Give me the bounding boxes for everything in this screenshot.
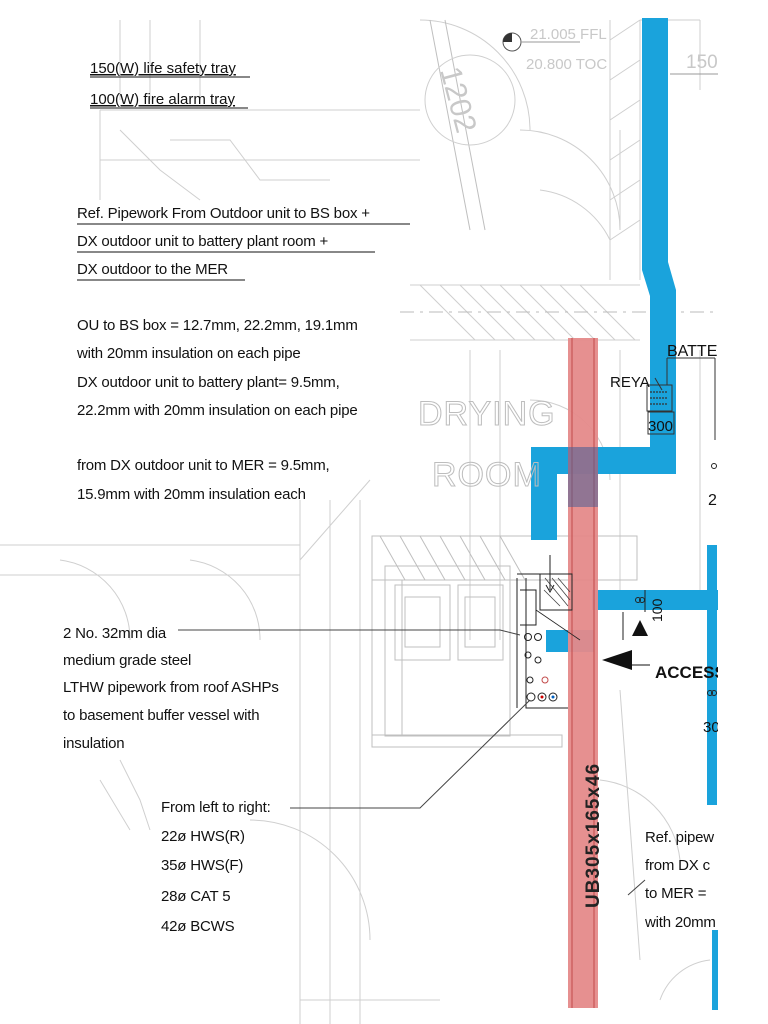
- room-name-line2: ROOM: [432, 456, 542, 494]
- ltr-leader: [290, 699, 531, 809]
- duct-vertical-right-mid: [707, 545, 717, 805]
- tray-notes: 150(W) life safety tray 100(W) fire alar…: [90, 60, 250, 109]
- duct-vertical-right-low: [712, 930, 718, 1010]
- ou-note-line-1: OU to BS box = 12.7mm, 22.2mm, 19.1mm: [77, 317, 358, 334]
- tray-note-2: 100(W) fire alarm tray: [90, 91, 236, 108]
- dim-150: 150: [686, 52, 718, 73]
- ltr-line-3: 35ø HWS(F): [161, 857, 243, 874]
- beam-arrow-icon: [632, 620, 648, 636]
- lthw-note: 2 No. 32mm dia medium grade steel LTHW p…: [63, 625, 521, 752]
- ref-note-line-1: Ref. Pipework From Outdoor unit to BS bo…: [77, 205, 370, 222]
- ltr-line-5: 42ø BCWS: [161, 918, 235, 935]
- steel-beam: UB305x165x46: [568, 338, 604, 1008]
- ltr-line-1: From left to right:: [161, 799, 271, 816]
- duct-beam-overlap: [568, 447, 598, 507]
- dim-2: 2: [708, 492, 717, 509]
- access-arrow-icon: [602, 650, 632, 670]
- ref-right-leader: [627, 879, 646, 896]
- lthw-note-line-4: to basement buffer vessel with: [63, 707, 259, 724]
- mer-note-line-2: 15.9mm with 20mm insulation each: [77, 486, 306, 503]
- ref-right-line-3: to MER =: [645, 885, 707, 902]
- ref-right-line-1: Ref. pipew: [645, 829, 714, 846]
- pipe-cluster: [516, 555, 581, 709]
- page-margin: [718, 0, 768, 1024]
- batter-label: BATTER: [667, 343, 729, 360]
- duct-vertical-top: [531, 18, 676, 540]
- ref-right-note: Ref. pipew from DX c to MER = with 20mm: [627, 829, 716, 931]
- lthw-note-line-2: medium grade steel: [63, 652, 191, 669]
- tray-note-1: 150(W) life safety tray: [90, 60, 236, 77]
- ref-note-line-3: DX outdoor to the MER: [77, 261, 228, 278]
- ltr-line-4: 28ø CAT 5: [161, 888, 230, 905]
- lthw-leader: [178, 629, 521, 636]
- ref-pipework-note: Ref. Pipework From Outdoor unit to BS bo…: [77, 205, 410, 281]
- access-label: ACCESS: [655, 663, 726, 682]
- lthw-note-line-1: 2 No. 32mm dia: [63, 625, 167, 642]
- ou-note-line-2: with 20mm insulation on each pipe: [76, 345, 301, 362]
- beam-label: UB305x165x46: [583, 763, 604, 908]
- lthw-note-line-3: LTHW pipework from roof ASHPs: [63, 679, 279, 696]
- ou-sizes-note: OU to BS box = 12.7mm, 22.2mm, 19.1mm wi…: [76, 317, 358, 419]
- mer-sizes-note: from DX outdoor unit to MER = 9.5mm, 15.…: [77, 457, 330, 503]
- dim-300-top: 300: [648, 418, 673, 435]
- door-tag: 1202: [433, 63, 482, 136]
- ou-note-line-3: DX outdoor unit to battery plant= 9.5mm,: [77, 374, 340, 391]
- ffl-level: 21.005 FFL: [530, 26, 607, 43]
- ltr-line-2: 22ø HWS(R): [161, 828, 245, 845]
- toc-level: 20.800 TOC: [526, 56, 607, 73]
- mer-note-line-1: from DX outdoor unit to MER = 9.5mm,: [77, 457, 329, 474]
- battery-equipment: [622, 357, 717, 696]
- ou-note-line-4: 22.2mm with 20mm insulation on each pipe: [77, 402, 358, 419]
- reya-label: REYA: [610, 374, 650, 391]
- ref-note-line-2: DX outdoor unit to battery plant room +: [77, 233, 329, 250]
- ref-right-line-2: from DX c: [645, 857, 711, 874]
- dim-300-right: 30: [703, 719, 720, 736]
- dim-100: 100: [649, 598, 665, 622]
- background-architecture: [0, 19, 768, 1024]
- room-name-line1: DRYING: [418, 395, 556, 433]
- ref-right-line-4: with 20mm: [644, 914, 716, 931]
- lthw-note-line-5: insulation: [63, 735, 124, 752]
- left-to-right-note: From left to right: 22ø HWS(R) 35ø HWS(F…: [161, 699, 531, 935]
